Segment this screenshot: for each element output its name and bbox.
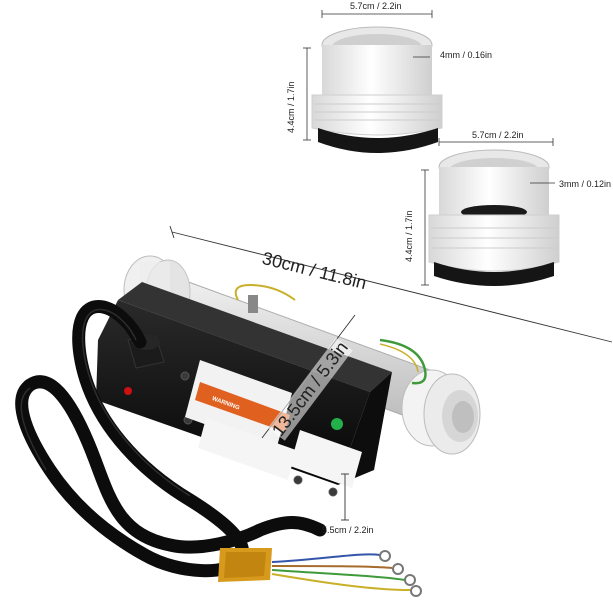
warning-sticker [185,360,292,450]
right-union [401,369,481,455]
bottom-fitting-wall-label: 3mm / 0.12in [559,179,612,189]
bottom-fitting-width-label: 5.7cm / 2.2in [472,130,524,140]
cable-end [218,548,422,597]
green-indicator-light [331,418,343,430]
top-fitting-width-label: 5.7cm / 2.2in [350,1,402,11]
top-fitting [311,26,443,153]
top-fitting-dimension-lines [303,10,433,141]
heater-height-label: 5.5cm / 2.2in [322,525,374,535]
bottom-fitting [428,149,560,286]
length-dimension-line [169,225,613,343]
power-cable [15,300,327,578]
spec-sticker [198,418,362,488]
power-cable-highlight [20,308,191,497]
top-fitting-height-label: 4.4cm / 1.7in [286,81,296,133]
bottom-fitting-height-label: 4.4cm / 1.7in [404,210,414,262]
top-fitting-wall-label: 4mm / 0.16in [440,50,493,60]
red-indicator-light [124,387,132,395]
top-wires [234,283,427,385]
bottom-fitting-dimension-lines [421,138,555,286]
